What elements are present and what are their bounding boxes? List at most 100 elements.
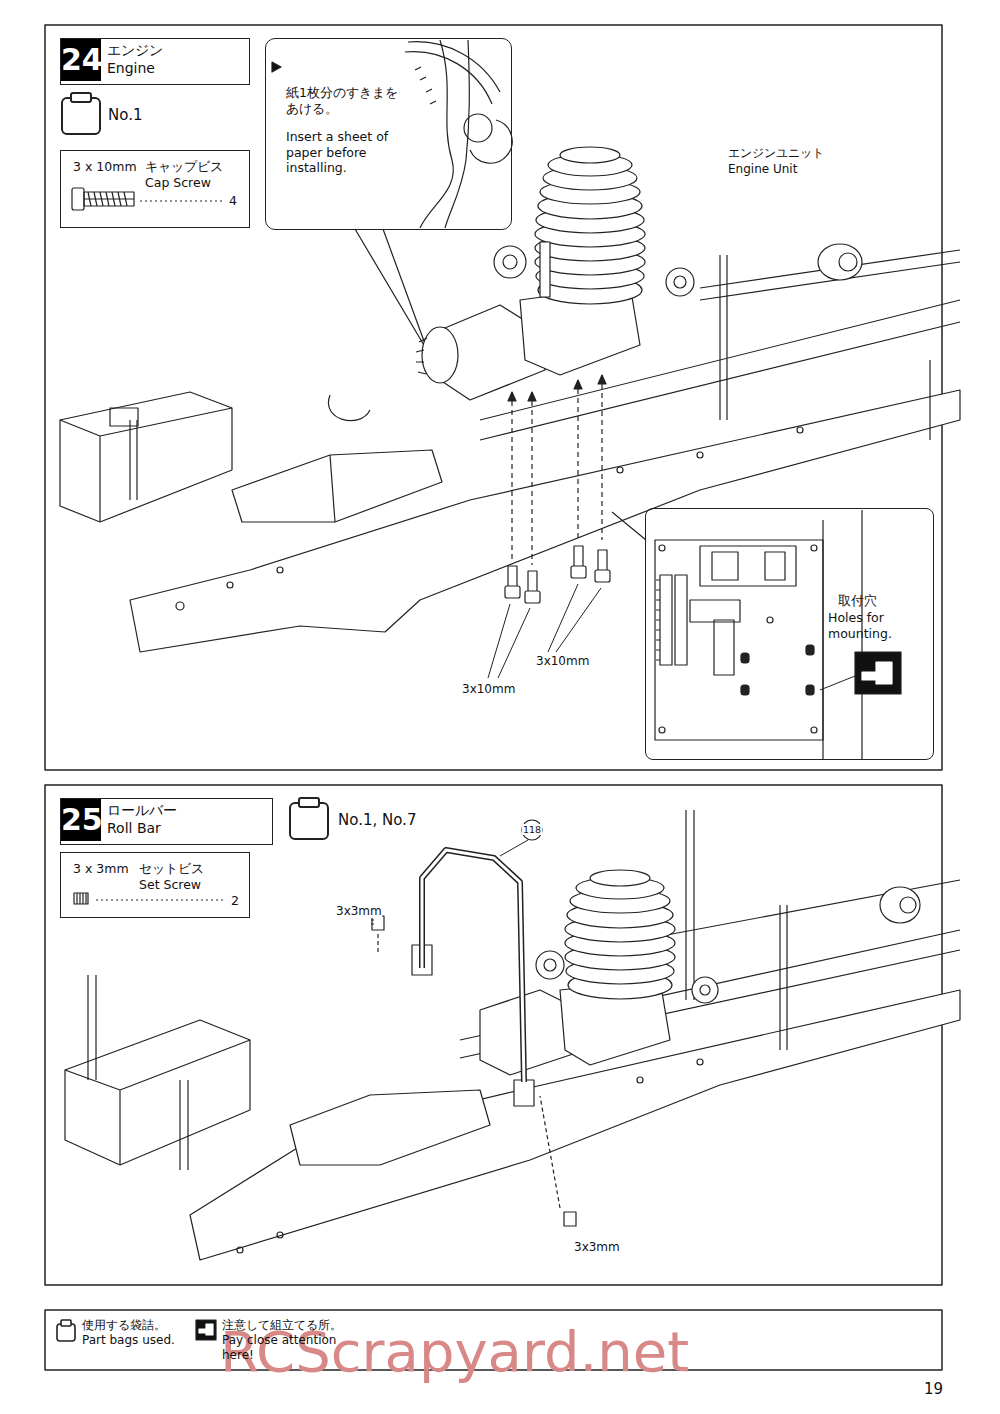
drawing-circle: [666, 268, 694, 296]
drawing-g: [416, 147, 694, 400]
drawing-path: [420, 40, 469, 228]
drawing-g: [371, 820, 576, 1226]
drawing-line: [96, 899, 224, 900]
step-title-ja: ロールバー: [107, 802, 177, 820]
dimension: 3x3mm: [574, 1240, 620, 1254]
drawing-rect: [741, 653, 749, 663]
drawing-circle: [237, 1247, 243, 1253]
parts-bag-number: No.1: [108, 106, 142, 124]
drawing-rect: [714, 620, 734, 675]
screw-size: 3 x 10mm: [73, 159, 137, 175]
drawing-path: [508, 375, 606, 401]
drawing-path: [65, 1020, 250, 1165]
drawing-rect: [571, 566, 586, 578]
parts-bag-number: No.1, No.7: [338, 811, 416, 829]
drawing-circle: [544, 959, 556, 971]
drawing-circle: [176, 602, 184, 610]
drawing-g: [74, 893, 224, 904]
drawing-line: [693, 810, 694, 1000]
drawing-path: [328, 395, 370, 421]
drawing-rect: [675, 575, 687, 665]
drawing-path: [862, 662, 892, 684]
callout-number: 118: [522, 824, 542, 835]
drawing-line: [779, 905, 780, 1050]
drawing-rect: [660, 575, 672, 665]
drawing-line: [187, 1080, 188, 1170]
inset-label-en: Holes for mounting.: [828, 610, 928, 641]
drawing-line: [179, 1080, 180, 1170]
drawing-rect: [806, 645, 814, 655]
drawing-ellipse: [422, 327, 458, 383]
screw-name-ja: キャップビス: [145, 159, 223, 175]
drawing-path: [820, 676, 855, 690]
drawing-line: [136, 420, 137, 500]
drawing-path: [232, 450, 442, 522]
drawing-g: [65, 810, 960, 1260]
drawing-circle: [674, 276, 686, 288]
drawing-path: [540, 1096, 560, 1208]
step-title-en: Engine: [107, 60, 155, 78]
drawing-circle: [522, 820, 542, 840]
drawing-circle: [617, 467, 623, 473]
drawing-rect: [700, 546, 796, 586]
drawing-line: [786, 905, 787, 1050]
drawing-ellipse: [818, 244, 862, 280]
drawing-rect: [62, 98, 100, 134]
drawing-circle: [659, 545, 665, 551]
legend-text: 使用する袋詰。 Part bags used.: [82, 1318, 186, 1348]
callout-bubble: 紙1枚分のすきまをあける。 Insert a sheet of paper bef…: [265, 38, 512, 230]
drawing-rect: [540, 242, 550, 297]
drawing-rect: [598, 550, 607, 572]
drawing-line: [140, 200, 222, 201]
screw-quantity: 2: [231, 893, 239, 909]
drawing-g: [72, 188, 222, 210]
note-ja: 紙1枚分のすきまをあける。: [286, 85, 398, 116]
drawing-line: [726, 255, 727, 420]
drawing-ellipse: [900, 897, 916, 913]
part-name-en: Engine Unit: [728, 162, 797, 176]
drawing-ellipse: [590, 870, 650, 886]
page-number: 19: [924, 1380, 943, 1398]
screw-name-en: Set Screw: [139, 877, 201, 893]
drawing-path: [330, 455, 335, 522]
drawing-path: [422, 850, 524, 1082]
drawing-path: [416, 338, 427, 374]
drawing-circle: [227, 582, 233, 588]
drawing-rect: [110, 408, 138, 426]
drawing-path: [371, 920, 374, 924]
drawing-line: [87, 975, 88, 1080]
drawing-path: [512, 375, 602, 565]
legend-text: 注意して組立てる所。 Pay close attention here!: [222, 1318, 354, 1363]
drawing-circle: [277, 567, 283, 573]
drawing-line: [929, 360, 930, 440]
step-number: 24: [61, 39, 101, 81]
drawing-rect: [196, 1320, 216, 1340]
drawing-rect: [290, 803, 328, 839]
drawing-path: [77, 893, 86, 904]
drawing-circle: [811, 545, 817, 551]
parts-list-box: 3 x 3mm セットビスSet Screw 2: [60, 852, 250, 918]
drawing-g: [60, 244, 960, 652]
drawing-line: [685, 810, 686, 1000]
drawing-circle: [811, 727, 817, 733]
drawing-circle: [637, 1077, 643, 1083]
dimension: 3x10mm: [462, 682, 515, 696]
drawing-rect: [574, 546, 583, 568]
drawing-circle: [767, 617, 773, 623]
drawing-path: [612, 512, 646, 540]
drawing-line: [95, 975, 96, 1080]
drawing-rect: [71, 93, 91, 102]
drawing-path: [355, 229, 428, 352]
drawing-rect: [514, 1080, 534, 1106]
drawing-circle: [697, 452, 703, 458]
drawing-rect: [528, 571, 537, 593]
screw-name-en: Cap Screw: [145, 175, 211, 191]
screw-name-ja: セットビス: [139, 861, 204, 877]
drawing-rect: [855, 652, 901, 694]
screw-size: 3 x 3mm: [73, 861, 129, 877]
note-en: Insert a sheet of paper before installin…: [286, 129, 400, 176]
drawing-path: [408, 42, 500, 92]
detail-inset: 取付穴Holes for mounting.: [645, 508, 934, 760]
drawing-line: [719, 255, 720, 420]
